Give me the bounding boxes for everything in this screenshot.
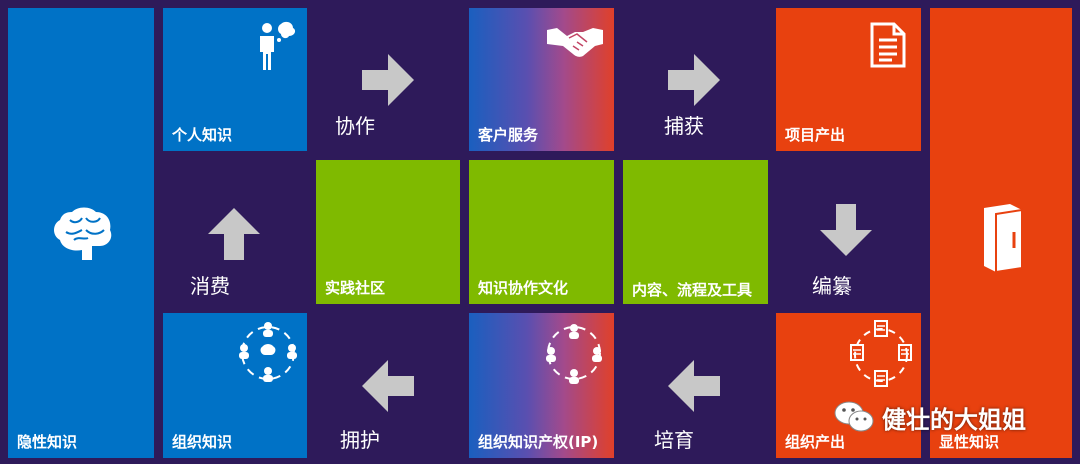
folder-icon <box>984 204 1023 272</box>
tile-label: 显性知识 <box>939 433 1000 451</box>
arrow-right-capture <box>668 54 720 106</box>
verb-own: 拥护 <box>340 428 380 452</box>
tile-explicit-knowledge: 显性知识 <box>930 8 1072 458</box>
arrow-left-cultivate <box>668 360 720 412</box>
team-circle-icon <box>239 322 297 382</box>
tile-label: 组织知识 <box>172 433 233 451</box>
tile-label: 隐性知识 <box>17 433 78 451</box>
tile-label: 实践社区 <box>325 279 386 297</box>
document-icon <box>870 22 906 68</box>
tile-label: 个人知识 <box>172 126 233 144</box>
tile-label: 客户服务 <box>478 126 539 144</box>
tile-label: 内容、流程及工具 <box>632 281 753 299</box>
tile-content-tools: 内容、流程及工具 <box>623 160 768 304</box>
verb-collaborate: 协作 <box>335 114 375 138</box>
tile-customer-service: 客户服务 <box>469 8 614 151</box>
tile-collab-culture: 知识协作文化 <box>469 160 614 304</box>
arrow-left-own <box>362 360 414 412</box>
verb-consume: 消费 <box>190 274 230 298</box>
tile-project-output: 项目产出 <box>776 8 921 151</box>
tile-org-output: 组织产出 <box>776 313 921 458</box>
people-circle-icon <box>546 324 602 384</box>
tile-label: 项目产出 <box>785 126 846 144</box>
tile-practice-community: 实践社区 <box>316 160 460 304</box>
verb-capture: 捕获 <box>664 114 704 138</box>
person-thought-icon <box>260 21 296 70</box>
arrow-up-consume <box>208 208 260 260</box>
arrow-right-collaborate <box>362 54 414 106</box>
verb-cultivate: 培育 <box>654 428 694 452</box>
tile-personal-knowledge: 个人知识 <box>163 8 307 151</box>
tile-label: 组织知识产权(IP) <box>478 433 599 451</box>
brain-icon <box>54 207 112 260</box>
tile-tacit-knowledge: 隐性知识 <box>8 8 154 458</box>
watermark: 健壮的大姐姐 <box>834 400 1026 434</box>
tile-label: 组织产出 <box>785 433 846 451</box>
tile-org-ip: 组织知识产权(IP) <box>469 313 614 458</box>
arrow-down-compile <box>820 204 872 256</box>
documents-circle-icon <box>850 320 912 387</box>
tile-label: 知识协作文化 <box>478 279 569 297</box>
watermark-text: 健壮的大姐姐 <box>882 405 1026 434</box>
verb-compile: 编纂 <box>812 274 852 298</box>
wechat-icon <box>834 401 874 432</box>
handshake-icon <box>547 28 603 57</box>
tile-org-knowledge: 组织知识 <box>163 313 307 458</box>
